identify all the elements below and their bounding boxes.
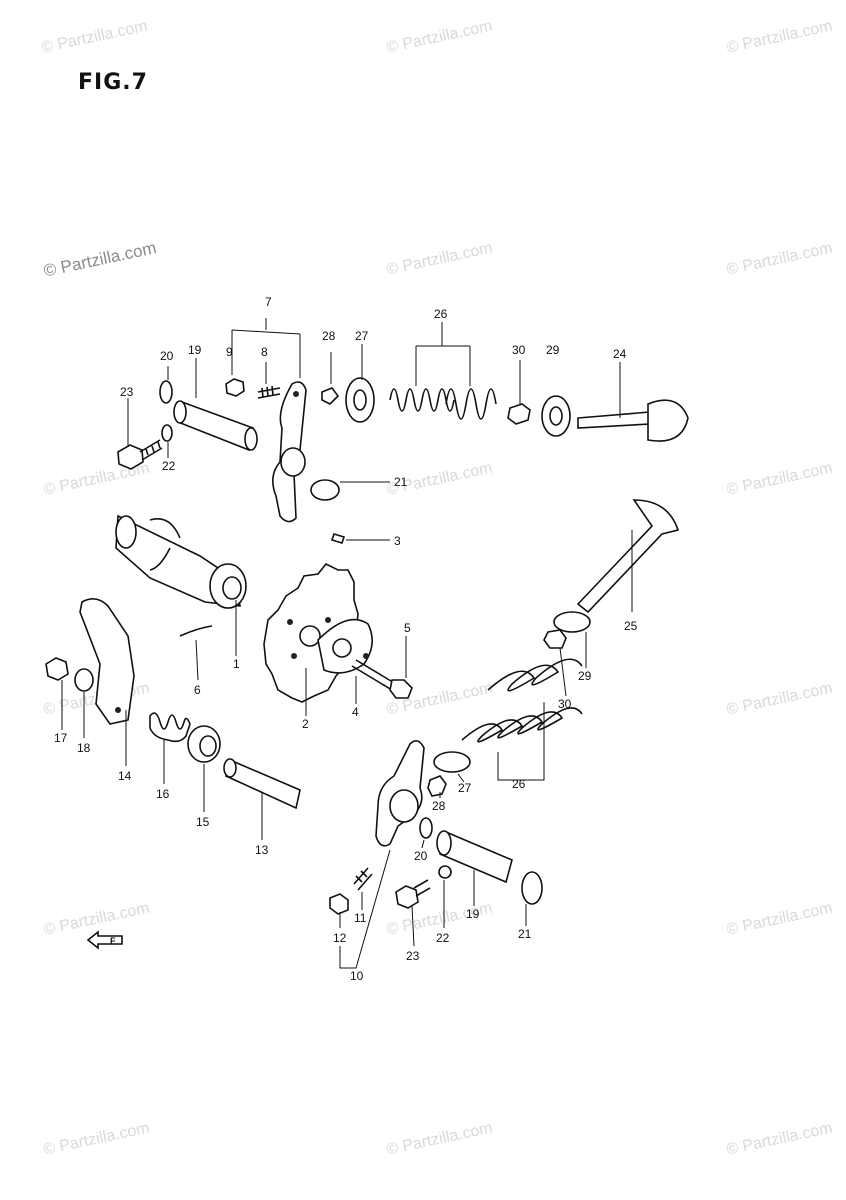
- part-label-14: 14: [118, 769, 132, 783]
- part-washer-22b: [438, 865, 452, 879]
- part-label-22: 22: [162, 459, 176, 473]
- part-adjuster-11: [353, 867, 373, 891]
- part-clip-6: [179, 625, 213, 637]
- front-indicator-text: F: [110, 936, 116, 946]
- part-label-3: 3: [394, 534, 401, 548]
- part-label-10: 10: [350, 969, 364, 983]
- part-pin-3: [330, 533, 346, 544]
- part-bolt-23: [117, 439, 163, 470]
- part-cotter-28b: [427, 775, 447, 797]
- part-label-23: 23: [120, 385, 134, 399]
- part-label-17: 17: [54, 731, 68, 745]
- part-bearing-15: [187, 725, 221, 763]
- part-label-7: 7: [265, 295, 272, 309]
- part-rocker-arm-7: [272, 381, 307, 523]
- part-label-28: 28: [322, 329, 336, 343]
- part-lever-14: [79, 598, 135, 725]
- part-label-30b: 30: [558, 697, 572, 711]
- part-washer-22: [161, 424, 173, 442]
- part-washer-18: [74, 668, 94, 692]
- part-label-1: 1: [233, 657, 240, 671]
- part-label-12: 12: [333, 931, 347, 945]
- part-seal-30: [507, 403, 531, 425]
- part-label-20: 20: [160, 349, 174, 363]
- part-spring-seat-29: [541, 395, 571, 437]
- part-label-23b: 23: [406, 949, 420, 963]
- figure-title: FIG.7: [78, 70, 148, 95]
- part-label-15: 15: [196, 815, 210, 829]
- part-label-19: 19: [188, 343, 202, 357]
- part-nut-12: [329, 893, 349, 915]
- part-label-5: 5: [404, 621, 411, 635]
- part-label-26b: 26: [512, 777, 526, 791]
- part-label-26: 26: [434, 307, 448, 321]
- part-label-16: 16: [156, 787, 170, 801]
- part-oring-21: [310, 479, 340, 501]
- part-valve-springs-26b: [461, 658, 583, 743]
- part-rocker-shaft-19: [173, 400, 258, 452]
- part-oring-21b: [521, 871, 543, 905]
- part-cotter-28: [321, 387, 340, 405]
- part-label-27: 27: [355, 329, 369, 343]
- part-label-21: 21: [394, 475, 408, 489]
- part-label-8: 8: [261, 345, 268, 359]
- part-spring-seat-29b: [553, 611, 591, 633]
- part-adjuster-8: [257, 385, 281, 399]
- part-rocker-shaft-19b: [436, 830, 513, 884]
- part-bolt-5: [351, 659, 413, 699]
- part-label-9: 9: [226, 345, 233, 359]
- part-shaft-13: [223, 758, 301, 810]
- part-valve-springs-26: [389, 388, 497, 420]
- part-seal-30b: [543, 629, 567, 649]
- part-label-24: 24: [613, 347, 627, 361]
- part-nut-9: [225, 378, 245, 397]
- part-label-13: 13: [255, 843, 269, 857]
- part-label-18: 18: [77, 741, 91, 755]
- part-label-20b: 20: [414, 849, 428, 863]
- part-retainer-27b: [433, 751, 471, 773]
- part-label-21b: 21: [518, 927, 532, 941]
- part-camshaft-1: [115, 514, 247, 609]
- part-label-11: 11: [354, 911, 367, 925]
- leader-lines: [61, 318, 633, 969]
- part-label-29b: 29: [578, 669, 592, 683]
- part-plate-4: [317, 618, 373, 674]
- part-bolt-23b: [395, 879, 431, 909]
- part-label-25: 25: [624, 619, 638, 633]
- part-label-27b: 27: [458, 781, 472, 795]
- part-label-29: 29: [546, 343, 560, 357]
- part-nut-17: [45, 657, 69, 681]
- part-label-2: 2: [302, 717, 309, 731]
- part-oring-20: [159, 380, 173, 404]
- part-label-19b: 19: [466, 907, 480, 921]
- part-valve-24: [577, 399, 689, 442]
- part-label-22b: 22: [436, 931, 450, 945]
- part-label-30: 30: [512, 343, 526, 357]
- part-rocker-arm-10: [375, 740, 425, 847]
- part-label-28b: 28: [432, 799, 446, 813]
- part-retainer-27: [345, 377, 375, 423]
- part-oring-20b: [419, 817, 433, 839]
- part-spring-16: [149, 712, 191, 743]
- part-valve-25: [576, 499, 680, 614]
- front-direction-arrow-icon: F: [86, 930, 123, 950]
- part-label-4: 4: [352, 705, 359, 719]
- part-label-6: 6: [194, 683, 201, 697]
